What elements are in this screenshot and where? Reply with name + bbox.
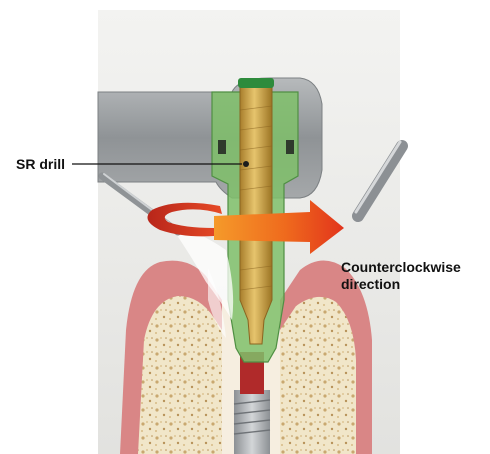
direction-label-line-2: direction [341, 276, 461, 293]
drill-marker-dot [243, 161, 249, 167]
sleeve-slot-right [286, 140, 294, 154]
sleeve-slot-left [218, 140, 226, 154]
direction-label-line-1: Counterclockwise [341, 259, 461, 276]
drill-cap [238, 78, 274, 88]
bone-right [280, 297, 356, 454]
direction-label: Counterclockwise direction [341, 259, 461, 293]
bone [138, 296, 222, 454]
drill-label: SR drill [16, 156, 65, 173]
